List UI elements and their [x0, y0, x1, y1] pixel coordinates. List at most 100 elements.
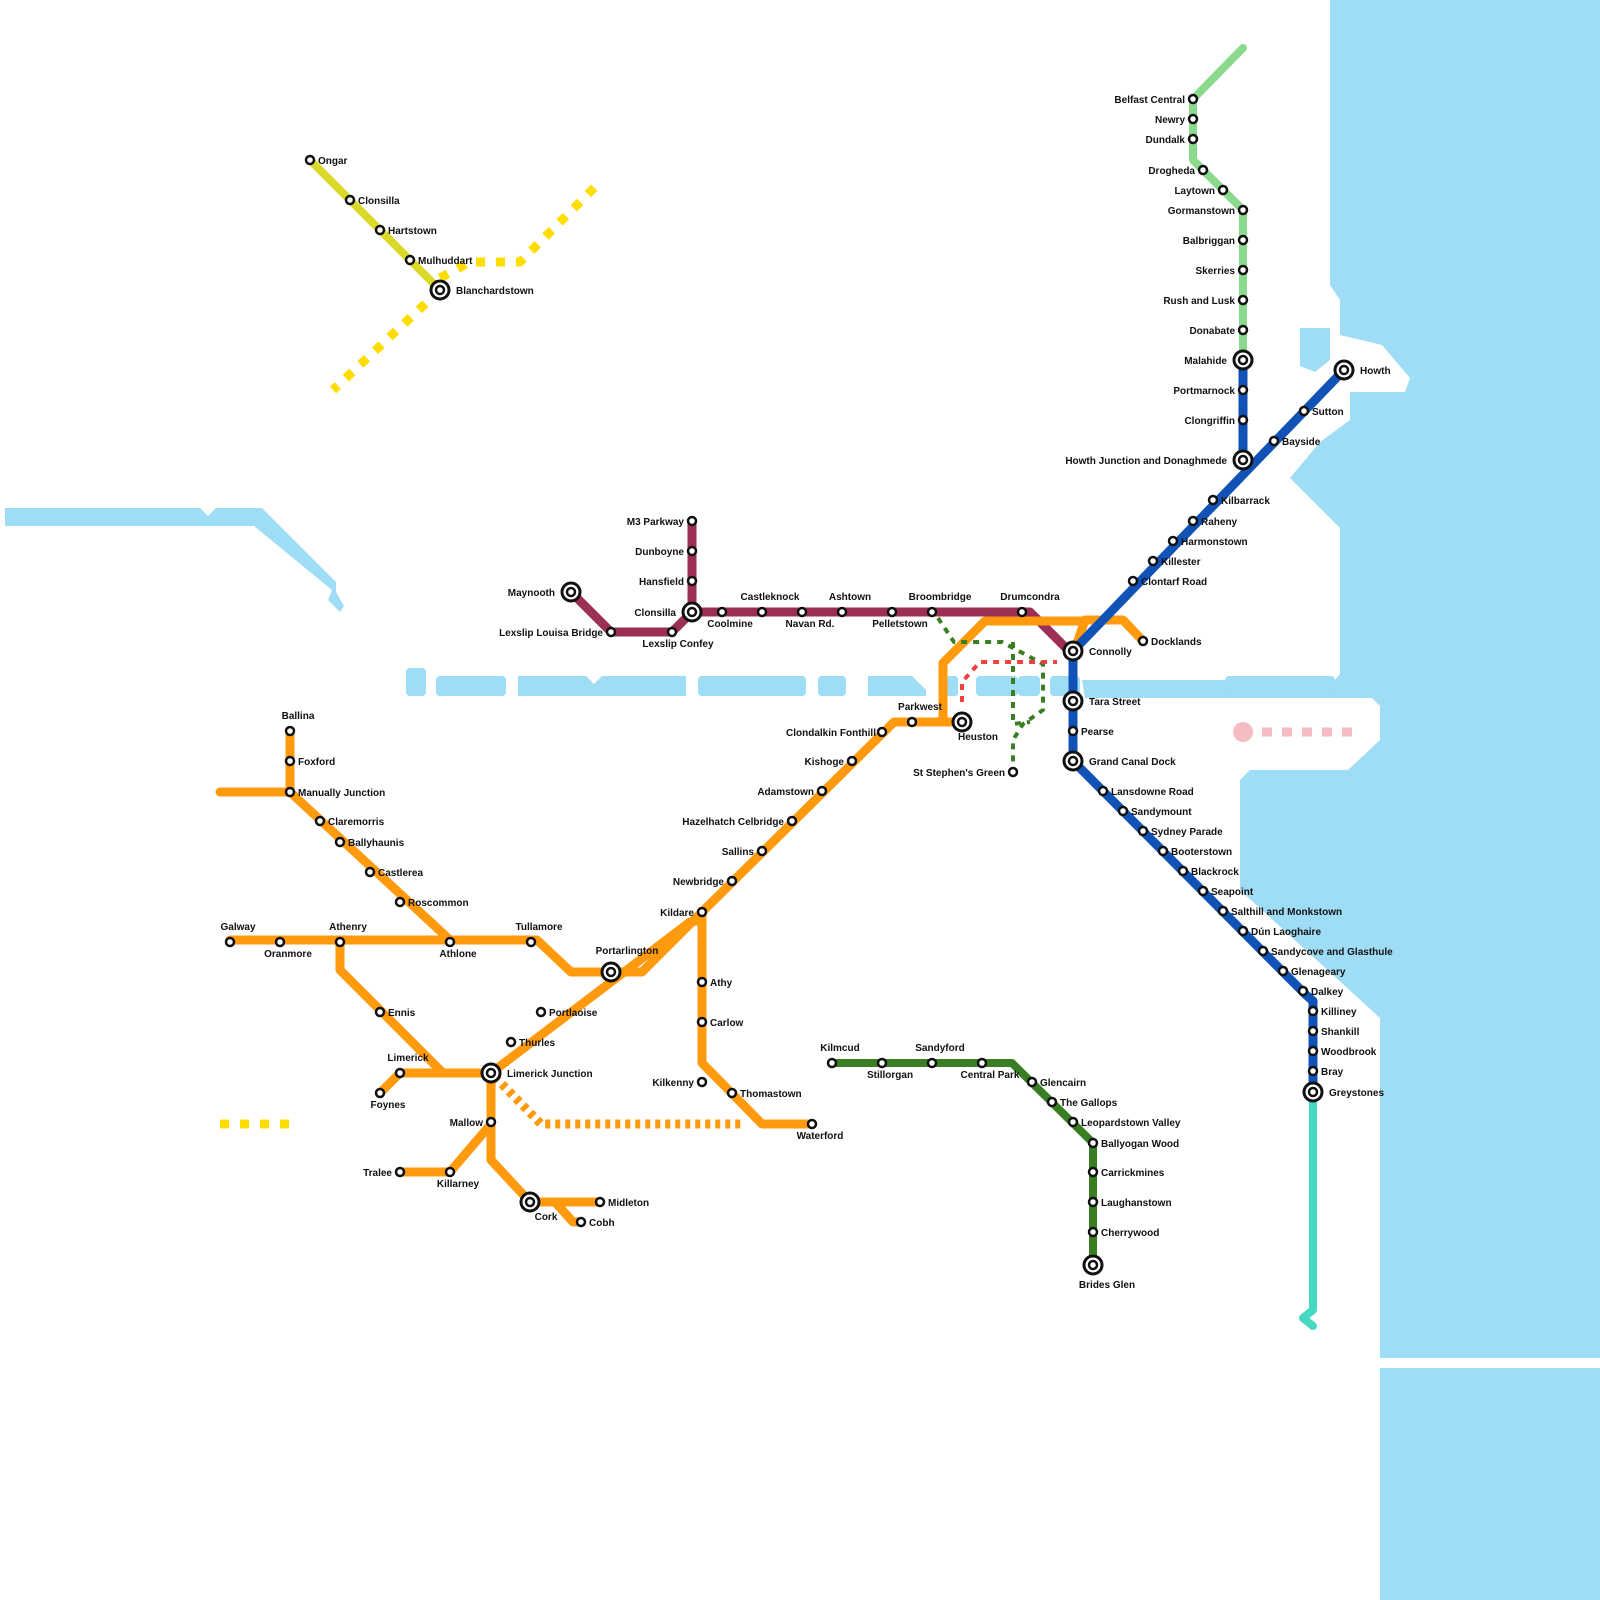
station-laytown[interactable] — [1217, 184, 1229, 196]
station-leopardstown-valley[interactable] — [1067, 1116, 1079, 1128]
station-hartstown[interactable] — [374, 224, 386, 236]
station-midleton[interactable] — [594, 1196, 606, 1208]
station-pelletstown[interactable] — [886, 606, 898, 618]
station-portlaoise[interactable] — [535, 1006, 547, 1018]
station-cobh[interactable] — [575, 1216, 587, 1228]
station-sandycove-and-glasthule[interactable] — [1257, 945, 1269, 957]
station-drogheda[interactable] — [1197, 164, 1209, 176]
station-d-n-laoghaire[interactable] — [1237, 925, 1249, 937]
station-portarlington[interactable] — [600, 961, 622, 983]
station-kishoge[interactable] — [846, 755, 858, 767]
station-dunboyne[interactable] — [686, 545, 698, 557]
station-hazelhatch-celbridge[interactable] — [786, 815, 798, 827]
station-waterford[interactable] — [806, 1118, 818, 1130]
station-belfast-central[interactable] — [1187, 93, 1199, 105]
station-donabate[interactable] — [1237, 324, 1249, 336]
station-maynooth[interactable] — [560, 581, 582, 603]
station-kilbarrack[interactable] — [1207, 494, 1219, 506]
station-connolly[interactable] — [1062, 640, 1084, 662]
station-lexslip-louisa-bridge[interactable] — [605, 626, 617, 638]
station-parkwest[interactable] — [906, 716, 918, 728]
station-foynes[interactable] — [374, 1087, 386, 1099]
station-grand-canal-dock[interactable] — [1062, 750, 1084, 772]
station-lansdowne-road[interactable] — [1097, 785, 1109, 797]
station-athenry[interactable] — [334, 936, 346, 948]
station-stillorgan[interactable] — [876, 1057, 888, 1069]
station-glenageary[interactable] — [1277, 965, 1289, 977]
station-seapoint[interactable] — [1197, 885, 1209, 897]
station-sydney-parade[interactable] — [1137, 825, 1149, 837]
station-galway[interactable] — [224, 936, 236, 948]
station-kildare[interactable] — [696, 906, 708, 918]
station-tara-street[interactable] — [1062, 690, 1084, 712]
station-ballyhaunis[interactable] — [334, 836, 346, 848]
station-thomastown[interactable] — [726, 1087, 738, 1099]
station-rush-and-lusk[interactable] — [1237, 294, 1249, 306]
station-limerick[interactable] — [394, 1067, 406, 1079]
station-castleknock[interactable] — [756, 606, 768, 618]
station-manually-junction[interactable] — [284, 786, 296, 798]
station-greystones[interactable] — [1302, 1081, 1324, 1103]
station-drumcondra[interactable] — [1016, 606, 1028, 618]
station-athy[interactable] — [696, 976, 708, 988]
station-thurles[interactable] — [505, 1036, 517, 1048]
station-harmonstown[interactable] — [1167, 535, 1179, 547]
station-clonsilla[interactable] — [344, 194, 356, 206]
station-roscommon[interactable] — [394, 896, 406, 908]
station-killiney[interactable] — [1307, 1005, 1319, 1017]
station-cork[interactable] — [519, 1191, 541, 1213]
station-claremorris[interactable] — [314, 815, 326, 827]
station-blanchardstown[interactable] — [429, 279, 451, 301]
station-castlerea[interactable] — [364, 866, 376, 878]
station-dundalk[interactable] — [1187, 133, 1199, 145]
station-carrickmines[interactable] — [1087, 1166, 1099, 1178]
station-limerick-junction[interactable] — [480, 1062, 502, 1084]
station-foxford[interactable] — [284, 755, 296, 767]
station-clondalkin-fonthill[interactable] — [876, 726, 888, 738]
station-oranmore[interactable] — [274, 936, 286, 948]
station-ennis[interactable] — [374, 1006, 386, 1018]
station-salthill-and-monkstown[interactable] — [1217, 905, 1229, 917]
station-howth-junction-and-donaghmede[interactable] — [1232, 449, 1254, 471]
station-booterstown[interactable] — [1157, 845, 1169, 857]
station-m3-parkway[interactable] — [686, 515, 698, 527]
station-navan-rd[interactable] — [796, 606, 808, 618]
station-newry[interactable] — [1187, 113, 1199, 125]
station-athlone[interactable] — [444, 936, 456, 948]
station-ballina[interactable] — [284, 725, 296, 737]
station-skerries[interactable] — [1237, 264, 1249, 276]
station-raheny[interactable] — [1187, 515, 1199, 527]
station-heuston[interactable] — [951, 711, 973, 733]
station-adamstown[interactable] — [816, 785, 828, 797]
station-howth[interactable] — [1333, 359, 1355, 381]
station-hansfield[interactable] — [686, 575, 698, 587]
station-lexslip-confey[interactable] — [666, 626, 678, 638]
station-malahide[interactable] — [1232, 349, 1254, 371]
station-coolmine[interactable] — [716, 606, 728, 618]
station-sandyford[interactable] — [926, 1057, 938, 1069]
station-glencairn[interactable] — [1026, 1076, 1038, 1088]
station-the-gallops[interactable] — [1046, 1096, 1058, 1108]
station-bayside[interactable] — [1268, 435, 1280, 447]
station-mallow[interactable] — [485, 1116, 497, 1128]
station-ashtown[interactable] — [836, 606, 848, 618]
station-docklands[interactable] — [1137, 635, 1149, 647]
station-blackrock[interactable] — [1177, 865, 1189, 877]
station-laughanstown[interactable] — [1087, 1196, 1099, 1208]
station-killester[interactable] — [1147, 555, 1159, 567]
station-broombridge[interactable] — [926, 606, 938, 618]
station-woodbrook[interactable] — [1307, 1045, 1319, 1057]
station-portmarnock[interactable] — [1237, 384, 1249, 396]
station-tralee[interactable] — [394, 1166, 406, 1178]
station-ballyogan-wood[interactable] — [1087, 1137, 1099, 1149]
station-clonsilla[interactable] — [681, 601, 703, 623]
station-sallins[interactable] — [756, 845, 768, 857]
station-dalkey[interactable] — [1297, 985, 1309, 997]
station-carlow[interactable] — [696, 1016, 708, 1028]
station-st-stephen-s-green[interactable] — [1007, 766, 1019, 778]
station-newbridge[interactable] — [726, 875, 738, 887]
station-gormanstown[interactable] — [1237, 204, 1249, 216]
station-bray[interactable] — [1307, 1065, 1319, 1077]
station-clontarf-road[interactable] — [1127, 575, 1139, 587]
station-shankill[interactable] — [1307, 1025, 1319, 1037]
